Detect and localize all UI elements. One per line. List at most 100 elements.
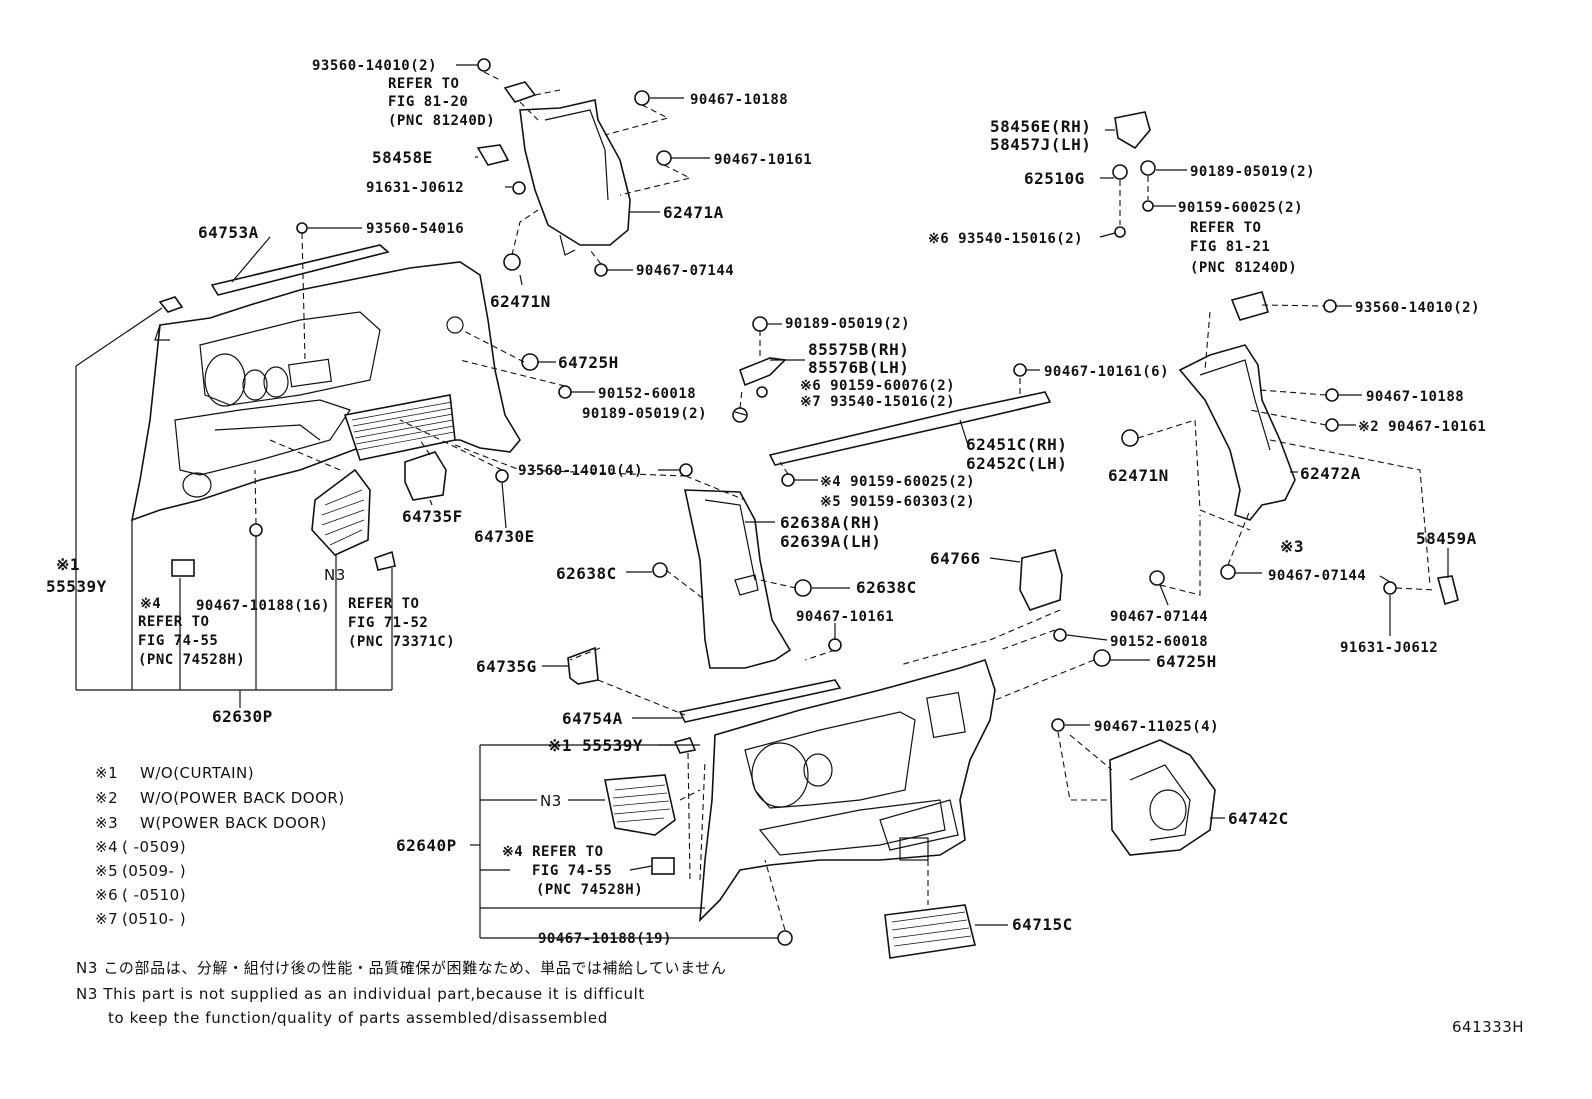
legend-mark-2: ※2 <box>95 789 118 807</box>
refer-71-52-line1: REFER TO <box>348 596 419 612</box>
diagram-id: 641333H <box>1452 1018 1524 1036</box>
mark-3: ※3 <box>1280 537 1304 556</box>
pillar-62472A <box>1178 344 1296 521</box>
legend-text-7: (0510- ) <box>122 910 186 928</box>
refer-74-55-line2: FIG 74-55 <box>138 633 218 649</box>
pillar-62471A <box>519 99 631 256</box>
label-90467-07144c: 90467-07144 <box>1110 609 1208 625</box>
clip-73371C <box>374 550 396 571</box>
legend-mark-5: ※5 <box>95 862 118 880</box>
label-93560-14010-2a: 93560-14010(2) <box>312 58 437 74</box>
legend-mark-4: ※4 <box>95 838 118 856</box>
bracket-81240D-right <box>1230 291 1269 321</box>
label-n3-lower: N3 <box>540 792 562 810</box>
legend-text-3: W(POWER BACK DOOR) <box>140 814 327 832</box>
legend-text-1: W/O(CURTAIN) <box>140 764 254 782</box>
refer-74-55-line5: FIG 74-55 <box>532 863 612 879</box>
label-62510G: 62510G <box>1024 169 1085 188</box>
label-93540-15016-2a: ※6 93540-15016(2) <box>928 231 1083 247</box>
label-58458E: 58458E <box>372 148 433 167</box>
clip-55539Y-upper <box>158 296 184 313</box>
label-64754A: 64754A <box>562 709 623 728</box>
label-90467-07144b: 90467-07144 <box>1268 568 1366 584</box>
label-64735G: 64735G <box>476 657 537 676</box>
mark-55539Y: ※1 <box>56 555 80 574</box>
refer-81-20-line1: REFER TO <box>388 76 459 92</box>
cap-64735F <box>404 451 447 501</box>
label-64753A: 64753A <box>198 223 259 242</box>
label-90467-10161a: 90467-10161 <box>714 152 812 168</box>
refer-81-20-line3: (PNC 81240D) <box>388 113 495 129</box>
duct-64742C <box>1109 739 1216 856</box>
label-64766: 64766 <box>930 549 981 568</box>
label-90159-60303: ※5 90159-60303(2) <box>820 494 975 510</box>
rail-62451C <box>768 391 1052 466</box>
label-90467-11025-4: 90467-11025(4) <box>1094 719 1219 735</box>
label-90467-10161b: ※2 90467-10161 <box>1358 419 1486 435</box>
label-90159-60025-2b: ※4 90159-60025(2) <box>820 474 975 490</box>
bracket-85575B <box>739 357 787 387</box>
label-90467-10188-19: 90467-10188(19) <box>538 931 672 947</box>
refer-81-21-line3: (PNC 81240D) <box>1190 260 1297 276</box>
refer-81-21-line1: REFER TO <box>1190 220 1261 236</box>
label-n3-upper: N3 <box>324 566 346 584</box>
label-85576B: 85576B(LH) <box>808 358 909 377</box>
bracket-58458E <box>476 144 510 166</box>
leader-lines <box>75 64 1449 939</box>
label-90467-10188-16: 90467-10188(16) <box>196 598 330 614</box>
refer-81-20-line2: FIG 81-20 <box>388 94 468 110</box>
label-74528H-upper <box>171 559 195 577</box>
cap-64735G <box>567 646 599 685</box>
refer-74-55-line4: ※4 REFER TO <box>502 844 604 860</box>
label-58459A: 58459A <box>1416 529 1477 548</box>
speaker-cover-n3-upper <box>311 468 371 556</box>
label-93560-14010-2b: 93560-14010(2) <box>1355 300 1480 316</box>
label-74528H-lower <box>651 857 675 875</box>
label-91631-J0612b: 91631-J0612 <box>1340 640 1438 656</box>
label-62451C: 62451C(RH) <box>966 435 1067 454</box>
refer-74-55-line6: (PNC 74528H) <box>536 882 643 898</box>
label-64735F: 64735F <box>402 507 463 526</box>
label-62471N-a: 62471N <box>490 292 551 311</box>
refer-74-55-line3: (PNC 74528H) <box>138 652 245 668</box>
assembly-lines <box>254 71 1437 931</box>
label-62471A: 62471A <box>663 203 724 222</box>
label-62452C: 62452C(LH) <box>966 454 1067 473</box>
label-93540-15016-2b: ※7 93540-15016(2) <box>800 394 955 410</box>
label-90159-60076: ※6 90159-60076(2) <box>800 378 955 394</box>
label-93560-54016: 93560-54016 <box>366 221 464 237</box>
label-93560-14010-4: 93560-14010(4) <box>518 463 643 479</box>
label-58457J: 58457J(LH) <box>990 135 1091 154</box>
legend-text-5: (0509- ) <box>122 862 186 880</box>
label-58456E: 58456E(RH) <box>990 117 1091 136</box>
label-90152-60018b: 90152-60018 <box>1110 634 1208 650</box>
label-62640P: 62640P <box>396 836 457 855</box>
label-90189-05019-2b: 90189-05019(2) <box>785 316 910 332</box>
label-64725H-b: 64725H <box>1156 652 1217 671</box>
strip-64753A <box>210 244 390 296</box>
label-64725H-a: 64725H <box>558 353 619 372</box>
grille-64715C <box>884 904 976 959</box>
label-90467-10161-6: 90467-10161(6) <box>1044 364 1169 380</box>
footnote-en-2: to keep the function/quality of parts as… <box>108 1009 608 1027</box>
bracket-58456E <box>1114 111 1151 150</box>
refer-71-52-line2: FIG 71-52 <box>348 615 428 631</box>
speaker-grille-upper <box>343 394 456 461</box>
label-85575B: 85575B(RH) <box>808 340 909 359</box>
label-91631-J0612a: 91631-J0612 <box>366 180 464 196</box>
legend-text-2: W/O(POWER BACK DOOR) <box>140 789 345 807</box>
label-55539Y-a: 55539Y <box>46 577 107 596</box>
legend-mark-1: ※1 <box>95 764 118 782</box>
legend-text-6: ( -0510) <box>122 886 186 904</box>
label-64715C: 64715C <box>1012 915 1073 934</box>
bracket-81240D-upper <box>503 81 537 103</box>
label-64742C: 64742C <box>1228 809 1289 828</box>
refer-71-52-line3: (PNC 73371C) <box>348 634 455 650</box>
label-62630P: 62630P <box>212 707 273 726</box>
quarter-trim-lower <box>699 658 996 923</box>
label-62638C-b: 62638C <box>856 578 917 597</box>
legend: ※1 W/O(CURTAIN) ※2 W/O(POWER BACK DOOR) … <box>95 764 345 928</box>
legend-mark-7: ※7 <box>95 910 118 928</box>
label-90467-10188b: 90467-10188 <box>1366 389 1464 405</box>
refer-74-55-mark: ※4 <box>140 596 161 612</box>
